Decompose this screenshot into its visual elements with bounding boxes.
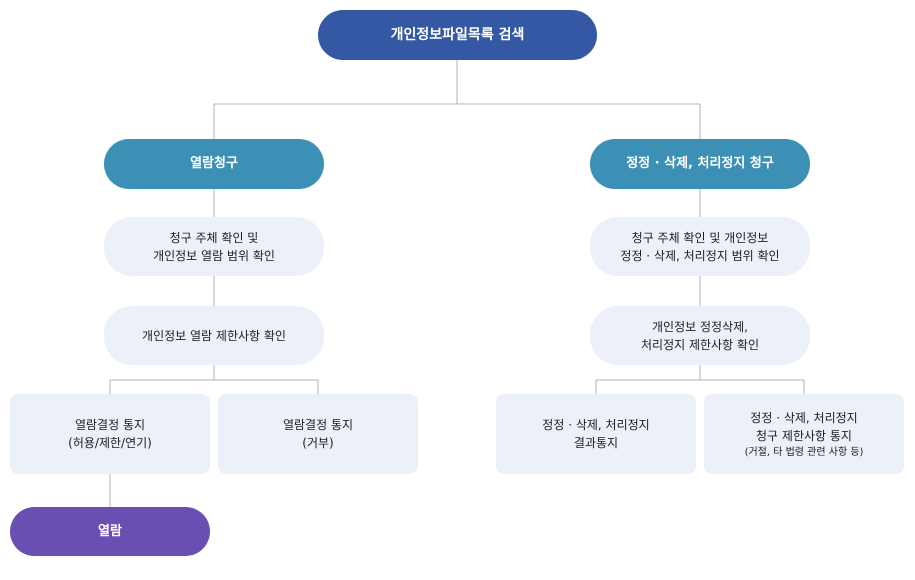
right-outcome-restrict-line1: 정정 · 삭제, 처리정지 [750, 410, 858, 425]
right-outcome-restrict-note: (거절, 타 법령 관련 사항 등) [744, 446, 864, 458]
right-step2-node: 개인정보 정정삭제, 처리정지 제한사항 확인 [590, 306, 810, 365]
root-label: 개인정보파일목록 검색 [390, 26, 525, 43]
left-header-label: 열람청구 [190, 156, 238, 172]
left-outcome-allow-node: 열람결정 통지 (허용/제한/연기) [10, 394, 210, 474]
connector-right-split [595, 379, 805, 394]
left-header-node[interactable]: 열람청구 [104, 139, 324, 189]
left-step1-node: 청구 주체 확인 및 개인정보 열람 범위 확인 [104, 217, 324, 276]
left-step2-node: 개인정보 열람 제한사항 확인 [104, 306, 324, 365]
right-outcome-result-line1: 정정 · 삭제, 처리정지 [542, 418, 650, 432]
left-outcome-allow-line1: 열람결정 통지 [74, 418, 146, 432]
right-header-node[interactable]: 정정 · 삭제, 처리정지 청구 [590, 139, 810, 189]
left-outcome-allow-line2: (허용/제한/연기) [68, 436, 152, 450]
left-final-node[interactable]: 열람 [10, 507, 210, 556]
left-outcome-deny-node: 열람결정 통지 (거부) [218, 394, 418, 474]
right-step1-line2: 정정 · 삭제, 처리정지 범위 확인 [620, 248, 780, 263]
right-step2-line1: 개인정보 정정삭제, [652, 319, 748, 334]
right-step1-node: 청구 주체 확인 및 개인정보 정정 · 삭제, 처리정지 범위 확인 [590, 217, 810, 276]
right-step1-line1: 청구 주체 확인 및 개인정보 [631, 230, 769, 245]
right-outcome-restrict-line2: 청구 제한사항 통지 [756, 428, 852, 443]
left-outcome-deny-line2: (거부) [302, 436, 334, 450]
right-outcome-result-node: 정정 · 삭제, 처리정지 결과통지 [496, 394, 696, 474]
left-outcome-deny-line1: 열람결정 통지 [282, 418, 354, 432]
left-step1-line2: 개인정보 열람 범위 확인 [153, 248, 275, 263]
right-outcome-restrict-node: 정정 · 삭제, 처리정지 청구 제한사항 통지 (거절, 타 법령 관련 사항… [704, 394, 904, 474]
left-step1-line1: 청구 주체 확인 및 [169, 230, 259, 245]
right-outcome-result-line2: 결과통지 [573, 436, 619, 450]
left-final-label: 열람 [98, 523, 122, 539]
right-step2-line2: 처리정지 제한사항 확인 [640, 337, 760, 352]
connector-left-split [109, 379, 319, 394]
connector-root-branches [213, 60, 701, 139]
right-header-label: 정정 · 삭제, 처리정지 청구 [626, 156, 774, 172]
root-node[interactable]: 개인정보파일목록 검색 [318, 10, 597, 60]
left-step2-label: 개인정보 열람 제한사항 확인 [142, 328, 286, 343]
